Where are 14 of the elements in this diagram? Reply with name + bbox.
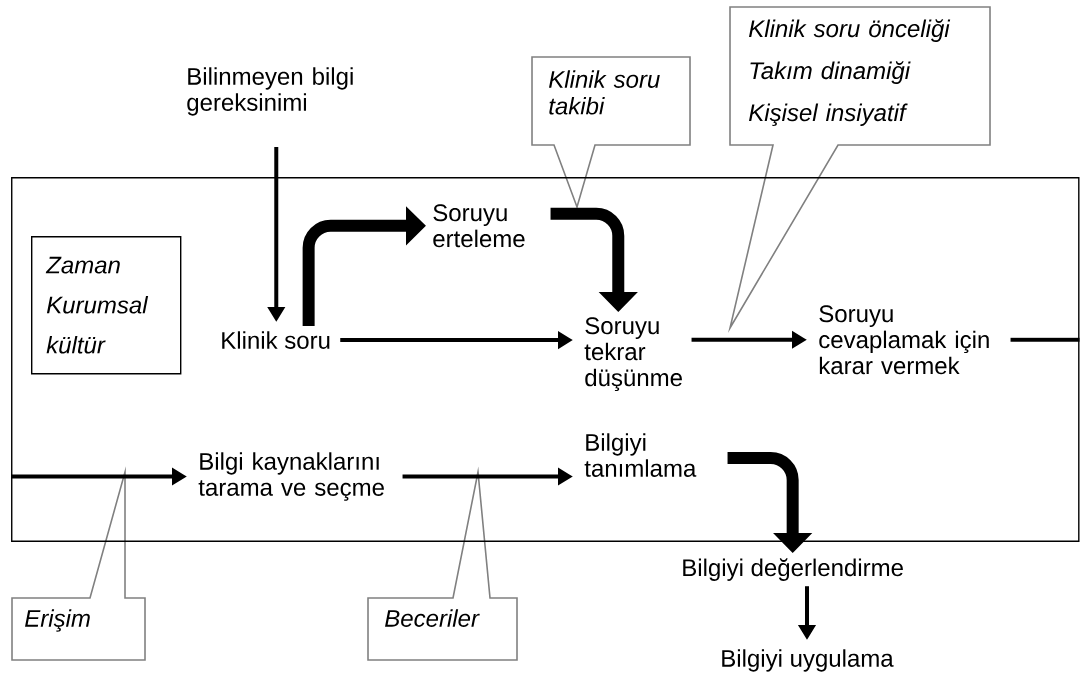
- callout: Klinik soru takibi: [531, 56, 691, 210]
- step-label: Klinik soru: [222, 331, 330, 349]
- step-label: Bilinmeyen bilgi gereksinimi: [187, 67, 353, 116]
- frame-box: [11, 177, 1080, 542]
- step-label: Bilgiyi uygulama: [722, 649, 894, 672]
- step-label: Bilgi kaynaklarını tarama ve seçme: [198, 452, 384, 501]
- line: [1010, 337, 1080, 342]
- step-label: Bilgiyi tanımlama: [584, 433, 697, 477]
- callout: Erişim: [11, 466, 146, 661]
- step-label: Soruyu tekrar düşünme: [584, 317, 682, 392]
- note-box: Zaman Kurumsal kültür: [31, 236, 182, 375]
- step-label: Soruyu cevaplamak için karar vermek: [819, 305, 989, 375]
- step-label: Bilgiyi değerlendirme: [683, 558, 903, 581]
- step-label: Soruyu erteleme: [433, 204, 525, 248]
